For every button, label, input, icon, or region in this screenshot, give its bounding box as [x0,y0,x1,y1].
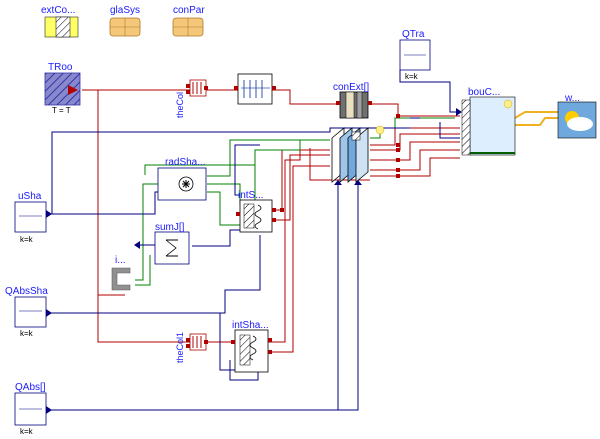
weather-label: w... [564,93,580,104]
bouC-label: bouC... [468,87,500,98]
integ-block[interactable]: i... [111,255,131,291]
bouC-sun-icon [503,99,513,109]
window-block[interactable] [331,125,385,183]
bus-ports [280,114,400,212]
QAbsSha-block[interactable]: QAbsSha k=k [5,286,48,338]
convection-block[interactable] [234,73,276,105]
convection-body [237,73,273,105]
glaSys-label: glaSys [110,5,140,16]
extCom-block[interactable]: extCo... [41,5,79,38]
conPar-record[interactable]: conPar [172,5,205,37]
theCol-body [189,79,207,97]
sumJ-label: sumJ[] [155,222,185,233]
radSha-block[interactable]: radSha... [157,157,207,201]
uSha-param: k=k [20,235,34,244]
sumJ-body [154,231,190,265]
TRoo-block[interactable]: TRoo T = T [44,62,81,115]
QAbs-block[interactable]: QAbs[] k=k [14,382,47,436]
intS-block[interactable]: intS... [236,190,276,233]
weather-block[interactable]: w... [557,93,597,139]
sumJ-block[interactable]: sumJ[] [154,222,190,265]
QAbsSha-label: QAbsSha [5,286,48,297]
uSha-block[interactable]: uSha k=k [14,191,47,244]
sun-icon [375,125,385,135]
extCom-label: extCo... [41,5,75,16]
QAbsSha-param: k=k [20,329,34,338]
signal-ports [46,108,462,414]
uSha-label: uSha [18,191,42,202]
thermal-connections [82,89,460,353]
intS-label: intS... [238,190,264,201]
theCol1-block[interactable]: theCol1 [175,332,208,363]
conExt-label: conExt[] [333,82,369,93]
weather-connections [514,111,558,126]
radSha-label: radSha... [165,157,206,168]
intSha-block[interactable]: intSha... [231,320,272,373]
extCom-hatch [55,16,71,38]
bouC-block[interactable]: bouC... [461,87,516,156]
glaSys-record[interactable]: glaSys [109,5,141,37]
QTra-param: k=k [405,72,419,81]
QTra-block[interactable]: QTra k=k [399,29,431,81]
QAbs-label: QAbs[] [15,382,46,393]
TRoo-label: TRoo [48,62,73,73]
theCol-block[interactable]: theCol [175,79,208,118]
QAbs-param: k=k [20,427,34,436]
TRoo-port-icon [68,85,78,95]
TRoo-param: T = T [52,106,71,115]
QTra-label: QTra [402,29,425,40]
conExt-block[interactable]: conExt[] [333,82,372,119]
cloud-icon [567,117,593,131]
theCol1-label: theCol1 [175,332,185,363]
theCol1-body [189,333,207,351]
intSha-label: intSha... [232,320,269,331]
theCol-label: theCol [175,92,185,118]
QAbsSha-body [14,296,47,328]
integ-label: i... [115,255,126,266]
integ-body [111,267,131,291]
uSha-body [14,201,47,233]
conPar-label: conPar [173,5,205,16]
